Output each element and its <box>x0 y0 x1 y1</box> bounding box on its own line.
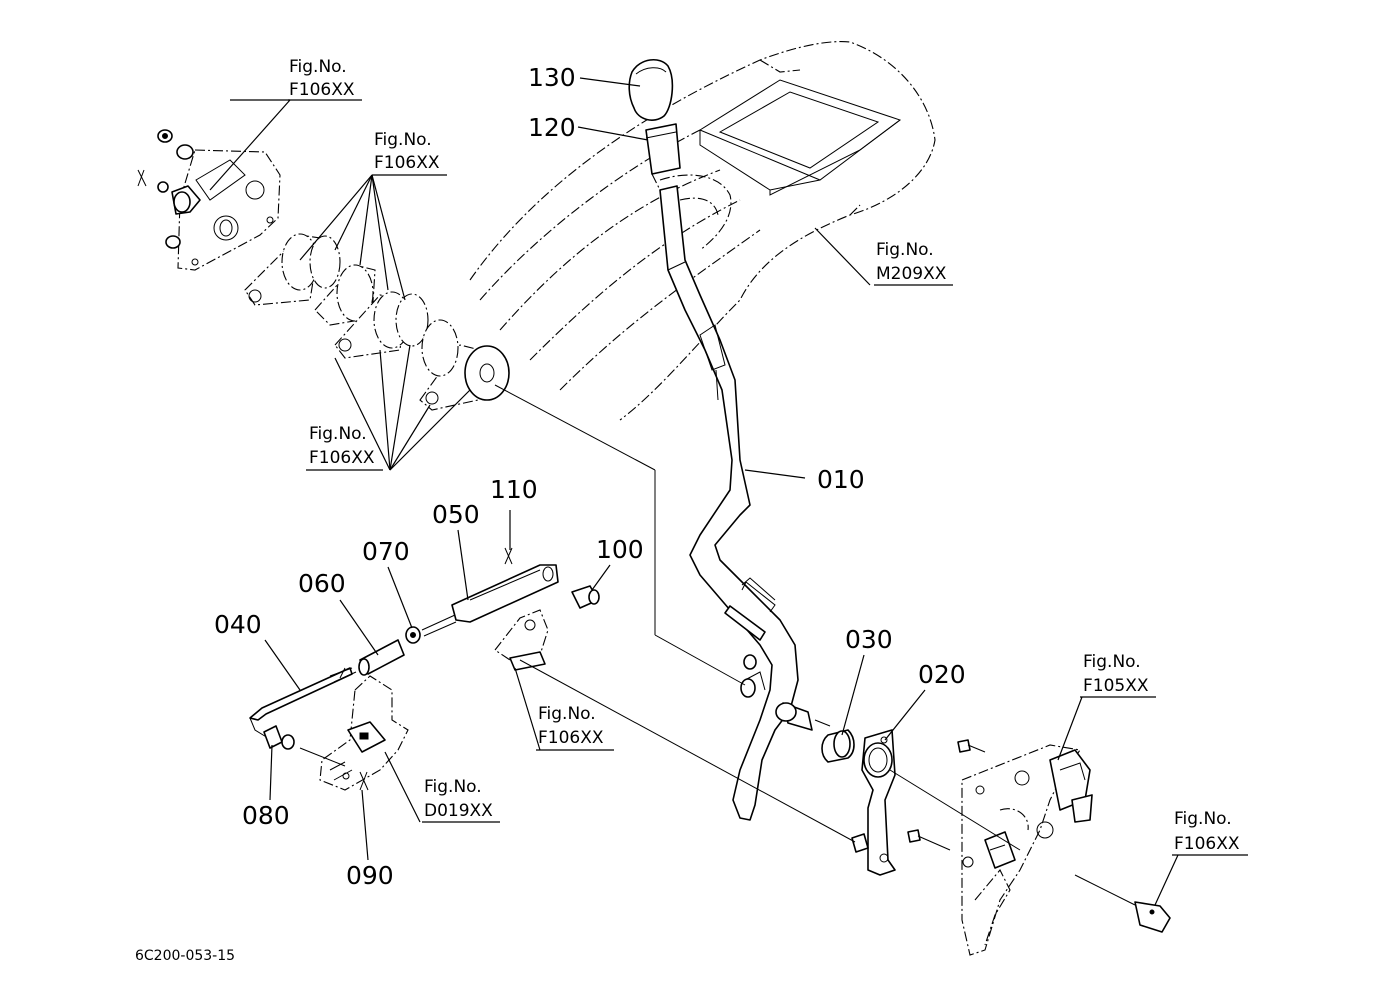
rod-end <box>451 564 559 623</box>
shift-lever <box>659 185 799 821</box>
console-panel-ghost <box>469 41 936 421</box>
diagram-code: 6C200-053-15 <box>135 948 235 964</box>
spring-bracket-assembly <box>137 129 281 271</box>
part-label-050: 050 <box>432 500 480 529</box>
part-number-labels: 130 120 010 030 020 110 050 100 070 060 … <box>214 63 966 890</box>
fig-ref-right-lower: F106XX <box>1174 834 1240 854</box>
lock-nut <box>405 614 457 644</box>
pin <box>571 585 600 609</box>
figure-reference-labels: Fig.No. F106XX Fig.No. F106XX Fig.No. F1… <box>289 57 1240 854</box>
part-label-070: 070 <box>362 537 410 566</box>
part-label-030: 030 <box>845 625 893 654</box>
fig-label-lower-mid: Fig.No. <box>538 704 596 724</box>
fig-label-mid-left: Fig.No. <box>309 424 367 444</box>
fig-label-top-left: Fig.No. <box>289 57 347 77</box>
part-label-100: 100 <box>596 535 644 564</box>
leader-lines <box>209 77 1179 906</box>
fig-ref-lower-left: D019XX <box>424 801 493 821</box>
wire-clip <box>1074 874 1171 933</box>
fig-label-lower-left: Fig.No. <box>424 777 482 797</box>
fig-label-top-mid: Fig.No. <box>374 130 432 150</box>
part-label-090: 090 <box>346 861 394 890</box>
mount-bracket <box>907 739 1093 956</box>
cotter-pin-top <box>504 547 513 565</box>
lever-bracket-mid <box>494 609 549 671</box>
lever-grip <box>645 123 681 191</box>
pivot-bushing <box>263 725 295 750</box>
part-label-130: 130 <box>528 63 576 92</box>
part-label-080: 080 <box>242 801 290 830</box>
fig-label-right-upper: Fig.No. <box>1083 652 1141 672</box>
mount-plate-d019 <box>319 675 409 791</box>
pivot-plate <box>851 729 896 876</box>
fig-label-console: Fig.No. <box>876 240 934 260</box>
fig-ref-console: M209XX <box>876 264 947 284</box>
part-label-040: 040 <box>214 610 262 639</box>
fig-ref-top-mid: F106XX <box>374 153 440 173</box>
turnbuckle <box>358 639 405 676</box>
fig-label-right-lower: Fig.No. <box>1174 809 1232 829</box>
part-label-060: 060 <box>298 569 346 598</box>
fig-ref-lower-mid: F106XX <box>538 728 604 748</box>
part-label-120: 120 <box>528 113 576 142</box>
lever-knob <box>628 59 674 121</box>
fig-ref-mid-left: F106XX <box>309 448 375 468</box>
bushing <box>775 702 855 763</box>
part-label-110: 110 <box>490 475 538 504</box>
fig-ref-top-left: F106XX <box>289 80 355 100</box>
fig-ref-underlines <box>288 99 1248 856</box>
fig-ref-right-upper: F105XX <box>1083 676 1149 696</box>
part-label-020: 020 <box>918 660 966 689</box>
washer-stack <box>244 233 510 411</box>
part-label-010: 010 <box>817 465 865 494</box>
linkage-rod <box>249 667 357 739</box>
